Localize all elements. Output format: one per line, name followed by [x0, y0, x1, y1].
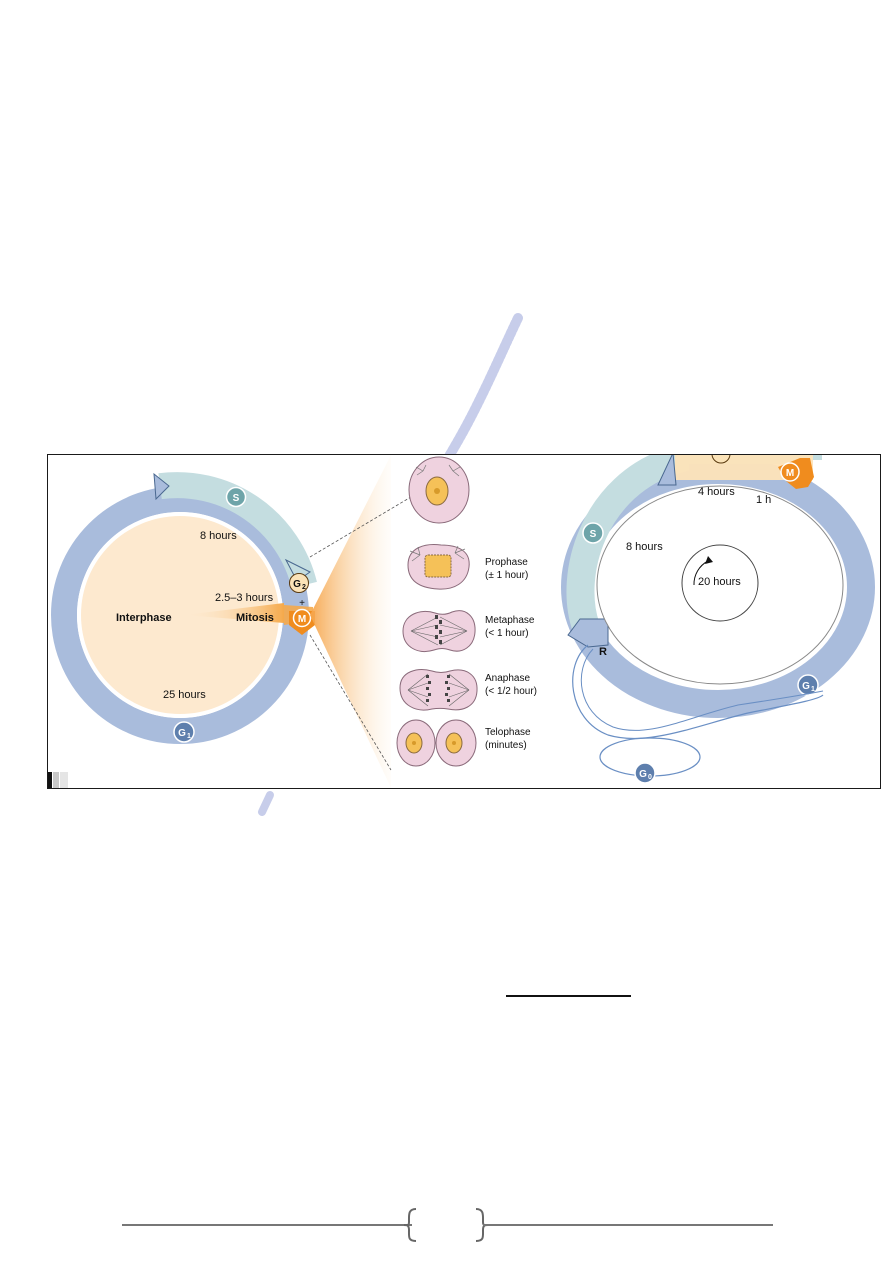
- cell-cycle-figure: 8 hours 2.5–3 hours Interphase Mitosis 2…: [47, 454, 881, 789]
- svg-text:1: 1: [811, 686, 815, 693]
- s-phase-badge: [225, 486, 247, 508]
- stage-duration: (< 1/2 hour): [485, 686, 537, 697]
- svg-text:2: 2: [302, 584, 306, 591]
- svg-text:1: 1: [187, 733, 191, 740]
- footer-bracket: [403, 1208, 489, 1242]
- svg-text:G: G: [293, 579, 301, 590]
- interphase-label: Interphase: [116, 612, 172, 624]
- mitosis-wedge: [184, 603, 284, 623]
- stage-prophase-cell: Prophase (± 1 hour): [407, 544, 528, 590]
- stage-name: Prophase: [485, 557, 528, 568]
- restriction-point-label: R: [599, 646, 607, 658]
- g2-duration-label: 4 hours: [698, 486, 735, 498]
- stage-duration: (± 1 hour): [485, 570, 528, 581]
- s-phase-arc: [158, 472, 317, 589]
- g0-loop-outer: [572, 644, 824, 740]
- stage-telophase-cells: Telophase (minutes): [396, 719, 531, 767]
- stage-duration: (minutes): [485, 740, 527, 751]
- center-circle: [681, 544, 759, 622]
- cycle-arrow-icon: [705, 556, 713, 564]
- zoom-fan: [310, 455, 391, 788]
- m-duration-label: 1 h: [756, 494, 771, 506]
- arrow-head-icon: [657, 455, 677, 486]
- corner-mark: [60, 772, 68, 788]
- stage-anaphase-cell: Anaphase (< 1/2 hour): [399, 669, 537, 711]
- mitosis-label: Mitosis: [236, 612, 274, 624]
- total-duration-label: 20 hours: [698, 576, 741, 588]
- svg-text:G: G: [178, 728, 186, 739]
- plus-sign: +: [299, 598, 305, 609]
- stage-metaphase-cell: Metaphase (< 1 hour): [402, 610, 535, 652]
- svg-text:M: M: [298, 614, 306, 625]
- arrow-head-icon: [153, 472, 170, 501]
- g0-phase-badge: [634, 762, 656, 784]
- zoom-line-bottom: [309, 634, 392, 771]
- svg-text:0: 0: [648, 774, 652, 781]
- svg-text:G: G: [639, 769, 647, 780]
- g2m-duration-label: 2.5–3 hours: [215, 592, 274, 604]
- right-cell-cycle: 4 hours 1 h 8 hours 20 hours M S R G 1 G…: [561, 455, 875, 784]
- svg-text:S: S: [233, 493, 240, 504]
- stage-duration: (< 1 hour): [485, 628, 529, 639]
- s-phase-badge: [582, 522, 604, 544]
- corner-mark: [53, 772, 59, 788]
- stage-name: Metaphase: [485, 615, 535, 626]
- g1-phase-badge: [173, 721, 195, 743]
- stage-name: Telophase: [485, 727, 531, 738]
- s-duration-label: 8 hours: [626, 541, 663, 553]
- g1-duration-label: 25 hours: [163, 689, 206, 701]
- s-duration-label: 8 hours: [200, 530, 237, 542]
- stage-name: Anaphase: [485, 673, 530, 684]
- stage-interphase-cell: [408, 456, 470, 524]
- r-arrow: [567, 618, 609, 648]
- m-phase-badge: [780, 462, 800, 482]
- interphase-disc: [81, 516, 279, 714]
- corner-mark: [48, 772, 52, 788]
- text-underline: [506, 995, 631, 997]
- g2-phase-badge: [289, 573, 309, 593]
- zoom-line-top: [309, 468, 459, 558]
- m-phase-badge: [292, 608, 312, 628]
- g1-phase-badge: [797, 674, 819, 696]
- left-cell-cycle: 8 hours 2.5–3 hours Interphase Mitosis 2…: [51, 472, 317, 744]
- g0-loop-inner: [580, 648, 824, 731]
- footer-rule-right: [483, 1224, 773, 1226]
- g2-phase-badge: [711, 455, 731, 464]
- g2-phase-band: [675, 455, 813, 480]
- s-phase-arc: [566, 455, 822, 632]
- svg-text:G: G: [802, 681, 810, 692]
- svg-text:S: S: [590, 529, 597, 540]
- svg-text:M: M: [786, 468, 794, 479]
- footer-rule-left: [122, 1224, 412, 1226]
